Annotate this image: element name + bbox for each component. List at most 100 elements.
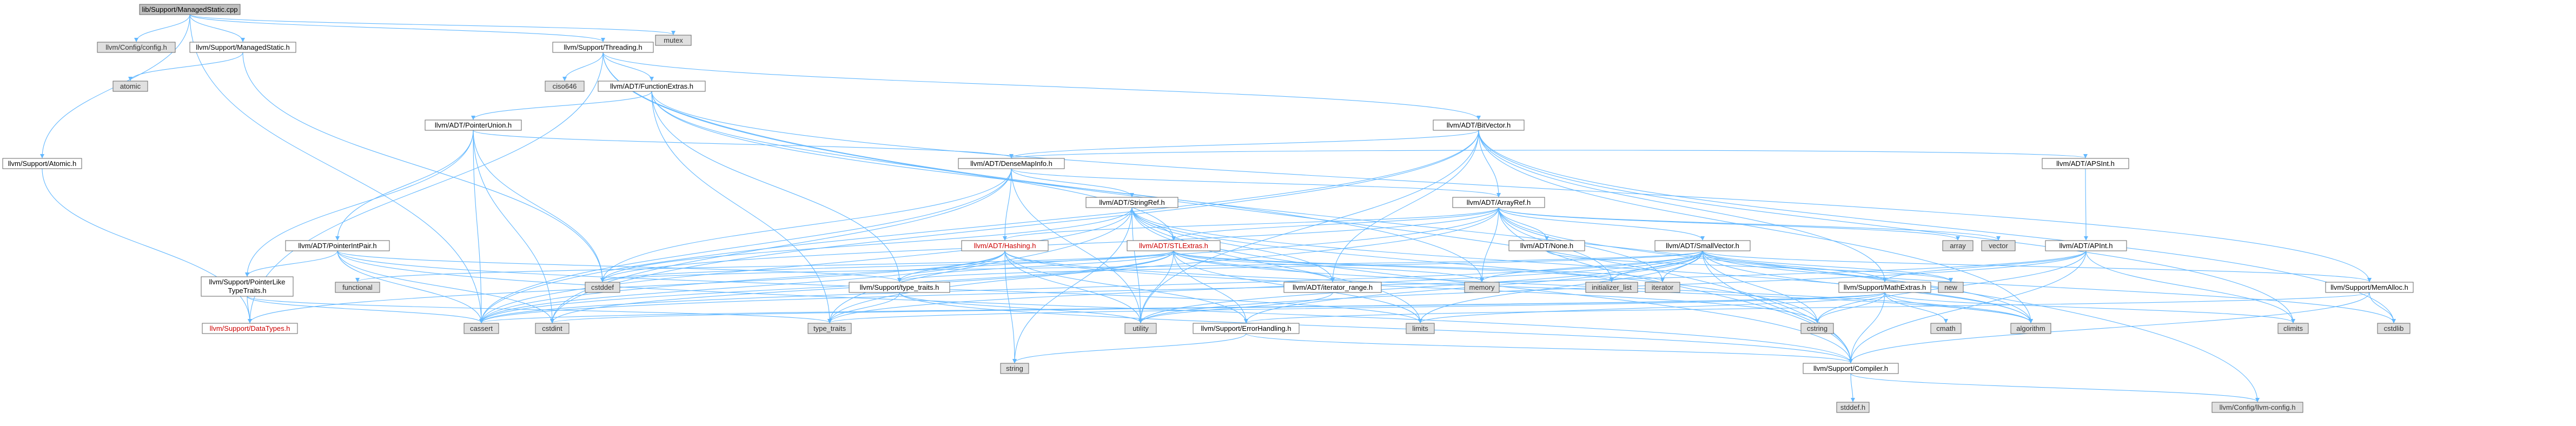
node-type-traits[interactable]: type_traits — [807, 323, 852, 334]
node-pointer-int-pair-h[interactable]: llvm/ADT/PointerIntPair.h — [285, 240, 390, 251]
node-threading-h[interactable]: llvm/Support/Threading.h — [552, 42, 654, 53]
edge-dense-map-info-h-to-array-ref-h — [1011, 168, 1501, 197]
edge-error-handling-h-to-compiler-h — [1246, 333, 1853, 363]
node-array-ref-h[interactable]: llvm/ADT/ArrayRef.h — [1452, 197, 1545, 208]
node-iterator[interactable]: iterator — [1645, 282, 1680, 293]
edge-compiler-h-to-stddef-h — [1850, 373, 1855, 402]
svg-text:llvm/ADT/DenseMapInfo.h: llvm/ADT/DenseMapInfo.h — [970, 159, 1052, 168]
edge-small-vector-h-to-cassert — [479, 250, 1703, 323]
node-data-types-h[interactable]: llvm/Support/DataTypes.h — [202, 323, 298, 334]
node-cassert[interactable]: cassert — [463, 323, 499, 334]
edge-root-managed-static-cpp-to-threading-h — [189, 14, 605, 42]
node-bit-vector-h[interactable]: llvm/ADT/BitVector.h — [1433, 119, 1525, 131]
svg-text:ciso646: ciso646 — [553, 82, 577, 90]
svg-text:llvm/ADT/iterator_range.h: llvm/ADT/iterator_range.h — [1293, 283, 1373, 291]
node-none-h[interactable]: llvm/ADT/None.h — [1508, 240, 1585, 251]
node-string[interactable]: string — [1000, 363, 1029, 374]
node-cstdint[interactable]: cstdint — [535, 323, 569, 334]
svg-text:limits: limits — [1412, 324, 1428, 332]
svg-text:iterator: iterator — [1652, 283, 1674, 291]
svg-text:llvm/Support/MemAlloc.h: llvm/Support/MemAlloc.h — [2330, 283, 2408, 291]
node-mutex[interactable]: mutex — [655, 35, 692, 46]
edge-math-extras-h-to-climits — [1884, 292, 2295, 323]
node-type-traits-h[interactable]: llvm/Support/type_traits.h — [849, 282, 950, 293]
node-root-managed-static-cpp[interactable]: lib/Support/ManagedStatic.cpp — [139, 4, 241, 15]
node-string-ref-h[interactable]: llvm/ADT/StringRef.h — [1085, 197, 1178, 208]
node-memory[interactable]: memory — [1464, 282, 1500, 293]
edge-managed-static-h-to-cstddef — [242, 52, 605, 282]
svg-text:llvm/Config/config.h: llvm/Config/config.h — [105, 43, 167, 51]
edge-math-extras-h-to-type-traits — [827, 292, 1885, 323]
edge-string-ref-h-to-utility — [1131, 207, 1143, 323]
node-apsint-h[interactable]: llvm/ADT/APSInt.h — [2042, 158, 2129, 169]
node-error-handling-h[interactable]: llvm/Support/ErrorHandling.h — [1193, 323, 1300, 334]
edge-small-vector-h-to-math-extras-h — [1702, 250, 1887, 282]
node-cstring[interactable]: cstring — [1800, 323, 1834, 334]
node-pointer-like-type-traits-h[interactable]: llvm/Support/PointerLike TypeTraits.h — [201, 276, 294, 297]
node-atomic[interactable]: atomic — [112, 81, 148, 92]
node-config-h[interactable]: llvm/Config/config.h — [97, 42, 176, 53]
edge-threading-h-to-bit-vector-h — [602, 52, 1481, 120]
edge-array-ref-h-to-hashing-h — [1003, 207, 1499, 241]
svg-text:llvm/Support/Atomic.h: llvm/Support/Atomic.h — [8, 159, 76, 168]
svg-text:string: string — [1006, 364, 1023, 372]
node-pointer-union-h[interactable]: llvm/ADT/PointerUnion.h — [425, 119, 522, 131]
edge-array-ref-h-to-type-traits — [827, 207, 1499, 323]
edge-array-ref-h-to-cassert — [479, 207, 1499, 323]
edge-pointer-like-type-traits-h-to-data-types-h — [247, 296, 252, 323]
node-cstdlib[interactable]: cstdlib — [2377, 323, 2411, 334]
edge-dense-map-info-h-to-utility — [1011, 168, 1143, 323]
node-array[interactable]: array — [1942, 240, 1974, 251]
edge-small-vector-h-to-type-traits — [827, 250, 1703, 323]
edge-hashing-h-to-utility — [1004, 250, 1143, 323]
node-dense-map-info-h[interactable]: llvm/ADT/DenseMapInfo.h — [958, 158, 1065, 169]
edge-stl-extras-h-to-cstddef — [600, 250, 1174, 282]
node-apint-h[interactable]: llvm/ADT/APInt.h — [2045, 240, 2127, 251]
svg-text:llvm/Support/ErrorHandling.h: llvm/Support/ErrorHandling.h — [1201, 324, 1292, 332]
edge-threading-h-to-function-extras-h — [602, 52, 654, 81]
node-utility[interactable]: utility — [1124, 323, 1157, 334]
edge-pointer-int-pair-h-to-type-traits-h — [337, 250, 902, 282]
edge-function-extras-h-to-pointer-union-h — [471, 91, 652, 120]
edge-pointer-union-h-to-cstddef — [473, 130, 605, 282]
edge-pointer-int-pair-h-to-compiler-h — [337, 250, 1853, 363]
node-atomic-h[interactable]: llvm/Support/Atomic.h — [2, 158, 82, 169]
edge-pointer-union-h-to-dense-map-info-h — [473, 130, 1014, 158]
node-initializer-list[interactable]: initializer_list — [1585, 282, 1638, 293]
svg-text:mutex: mutex — [664, 36, 683, 44]
node-cmath[interactable]: cmath — [1930, 323, 1962, 334]
node-stl-extras-h[interactable]: llvm/ADT/STLExtras.h — [1127, 240, 1221, 251]
svg-text:llvm/ADT/BitVector.h: llvm/ADT/BitVector.h — [1447, 121, 1511, 129]
node-iterator-range-h[interactable]: llvm/ADT/iterator_range.h — [1283, 282, 1382, 293]
node-function-extras-h[interactable]: llvm/ADT/FunctionExtras.h — [598, 81, 706, 92]
edge-math-extras-h-to-cstring — [1815, 292, 1885, 323]
edge-root-managed-static-cpp-to-mutex — [189, 14, 676, 35]
edge-compiler-h-to-llvm-config-h — [1850, 373, 2260, 402]
edge-mem-alloc-h-to-compiler-h — [1849, 292, 2370, 363]
node-ciso646[interactable]: ciso646 — [545, 81, 585, 92]
node-cstddef[interactable]: cstddef — [585, 282, 620, 293]
node-stddef-h[interactable]: stddef.h — [1836, 402, 1870, 413]
node-hashing-h[interactable]: llvm/ADT/Hashing.h — [961, 240, 1049, 251]
svg-text:llvm/ADT/PointerUnion.h: llvm/ADT/PointerUnion.h — [435, 121, 512, 129]
node-math-extras-h[interactable]: llvm/Support/MathExtras.h — [1838, 282, 1931, 293]
node-climits[interactable]: climits — [2277, 323, 2309, 334]
node-mem-alloc-h[interactable]: llvm/Support/MemAlloc.h — [2325, 282, 2414, 293]
edge-dense-map-info-h-to-cstdint — [550, 168, 1012, 323]
node-llvm-config-h[interactable]: llvm/Config/llvm-config.h — [2211, 402, 2303, 413]
node-functional[interactable]: functional — [335, 282, 380, 293]
node-limits[interactable]: limits — [1406, 323, 1435, 334]
edge-dense-map-info-h-to-cstddef — [600, 168, 1012, 282]
svg-text:vector: vector — [1989, 242, 2008, 250]
node-managed-static-h[interactable]: llvm/Support/ManagedStatic.h — [189, 42, 296, 53]
node-vector[interactable]: vector — [1981, 240, 2016, 251]
node-algorithm[interactable]: algorithm — [2010, 323, 2051, 334]
edge-atomic-h-to-data-types-h — [42, 168, 252, 323]
edge-threading-h-to-compiler-h — [602, 52, 1853, 363]
edge-string-ref-h-to-algorithm — [1131, 207, 2033, 323]
node-small-vector-h[interactable]: llvm/ADT/SmallVector.h — [1654, 240, 1751, 251]
edge-math-extras-h-to-compiler-h — [1849, 292, 1885, 363]
svg-text:llvm/ADT/APInt.h: llvm/ADT/APInt.h — [2060, 242, 2113, 250]
node-new[interactable]: new — [1938, 282, 1964, 293]
node-compiler-h[interactable]: llvm/Support/Compiler.h — [1803, 363, 1899, 374]
